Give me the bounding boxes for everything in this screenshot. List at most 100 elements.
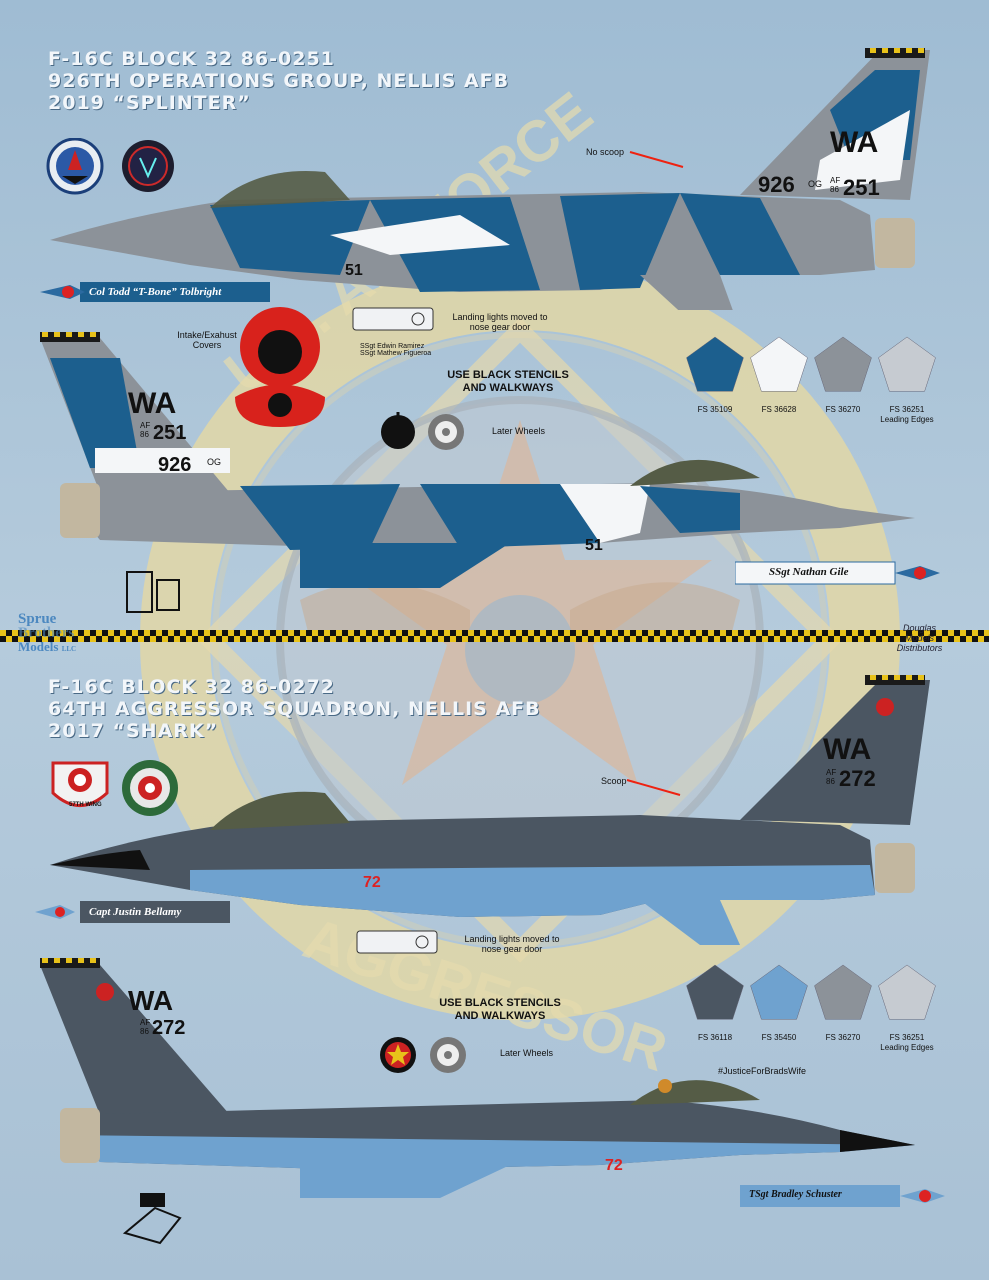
checker-square [372,630,378,636]
checker-square [102,636,108,642]
bottom-right-tail-code: WA [128,985,173,1016]
checker-square [366,636,372,642]
checker-square [948,630,954,636]
checker-square [336,630,342,636]
checker-square [720,630,726,636]
checker-square [846,636,852,642]
checker-square [852,630,858,636]
bottom-nose-gear-door-diagram [356,930,438,954]
checker-square [978,636,984,642]
top-nose-number: 51 [345,262,363,279]
926-og-badge [46,138,104,195]
checker-square [240,630,246,636]
checker-square [156,630,162,636]
checker-square [582,636,588,642]
bottom-tail-year: 86 [826,777,835,786]
checker-square [642,636,648,642]
checker-square [504,630,510,636]
checker-square [648,630,654,636]
checker-square [876,630,882,636]
color-chip-label: FS 36251 [889,405,925,414]
checker-square [390,636,396,642]
checker-square [930,636,936,642]
checker-square [180,630,186,636]
watermark-right-line-1: Douglas [902,623,937,633]
top-title-line-1: F-16C BLOCK 32 86-0251 [48,48,335,70]
top-unit-badges [46,138,174,195]
checker-square [792,630,798,636]
top-crew-names: SSgt Edwin Ramirez SSgt Mathew Figueroa [360,343,431,357]
checker-square [72,630,78,636]
bottom-crew-chief-name: TSgt Bradley Schuster [749,1189,842,1200]
checker-square [24,630,30,636]
top-landing-lights-line-2: nose gear door [469,322,531,332]
checker-square [804,630,810,636]
checker-square [204,630,210,636]
checker-square [348,630,354,636]
checker-square [342,636,348,642]
checker-square [36,630,42,636]
checker-square [528,630,534,636]
checker-square [234,636,240,642]
checker-square [270,636,276,642]
checker-square [882,636,888,642]
checker-square [516,630,522,636]
watermark-right-line-3: Distributors [896,643,943,653]
top-right-nose-number: 51 [585,537,603,554]
checker-square [762,636,768,642]
intake-covers-line-1: Intake/Exahust [177,330,237,340]
checker-square [894,636,900,642]
watermark-left-line-1: Sprue [18,611,57,627]
hashtag-label: #JusticeForBradsWife [718,1066,807,1076]
checker-square [888,630,894,636]
top-right-tail-code: WA [128,387,176,420]
top-crew-name-1: SSgt Edwin Ramirez [360,343,425,350]
checker-square [30,636,36,642]
checker-square [306,636,312,642]
checker-square [444,630,450,636]
top-title-line-3: 2019 “SPLINTER” [48,92,251,114]
checker-square [132,630,138,636]
checker-square [714,636,720,642]
checker-square [78,636,84,642]
color-chip-label: FS 36118 [697,1033,733,1042]
checker-square [510,636,516,642]
color-chip-label: FS 36270 [825,405,861,414]
bottom-tail-serial: 272 [839,766,876,791]
checker-square [924,630,930,636]
checker-square [48,630,54,636]
top-tail-number: 926 [758,172,795,197]
checker-square [408,630,414,636]
color-chip-label: FS 36251 [889,1033,925,1042]
bottom-right-tail-serial: 272 [152,1017,185,1039]
checker-square [702,636,708,642]
checker-square [120,630,126,636]
bottom-roundel-and-wheel [380,1037,466,1073]
checker-square [210,636,216,642]
checker-square [0,630,6,636]
bottom-nose-number: 72 [363,874,381,891]
color-chip-sublabel: Leading Edges [880,415,934,424]
checker-square [606,636,612,642]
checker-square [252,630,258,636]
color-chip [814,336,872,392]
checker-square [246,636,252,642]
bottom-shark-art [122,1193,182,1245]
checker-square [168,630,174,636]
checker-square [216,630,222,636]
bottom-landing-lights-note: Landing lights moved to nose gear door [452,934,572,954]
checker-square [600,630,606,636]
bottom-unit-badges: 57TH WING [51,760,178,816]
no-scoop-arrow [629,151,684,168]
checker-square [468,630,474,636]
checker-square [450,636,456,642]
checker-square [354,636,360,642]
checker-square [546,636,552,642]
top-landing-lights-note: Landing lights moved to nose gear door [440,312,560,332]
aggressor-squadron-patch [122,140,174,192]
57th-wing-badge-text: 57TH WING [69,802,102,808]
checker-square [942,636,948,642]
checker-square [198,636,204,642]
bottom-landing-lights-line-1: Landing lights moved to [464,934,560,944]
top-stencil-line-1: USE BLACK STENCILS [447,369,569,381]
